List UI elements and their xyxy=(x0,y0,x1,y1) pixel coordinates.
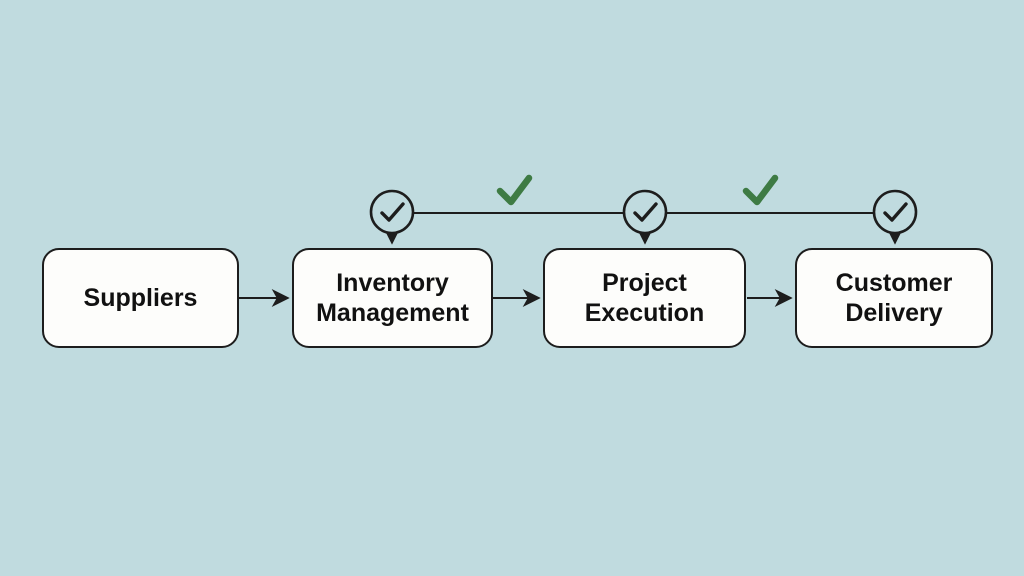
node-label: Inventory Management xyxy=(316,269,469,327)
node-suppliers: Suppliers xyxy=(42,248,239,348)
node-inventory-management: Inventory Management xyxy=(292,248,493,348)
check-circle-icon xyxy=(622,189,668,235)
node-project-execution: Project Execution xyxy=(543,248,746,348)
check-circle-icon xyxy=(369,189,415,235)
approved-check-icon xyxy=(496,174,533,206)
node-label: Suppliers xyxy=(83,284,198,312)
node-label: Customer Delivery xyxy=(835,269,953,327)
node-label: Project Execution xyxy=(584,269,705,327)
node-customer-delivery: Customer Delivery xyxy=(795,248,993,348)
check-circle-icon xyxy=(872,189,918,235)
approved-check-icon xyxy=(742,174,779,206)
